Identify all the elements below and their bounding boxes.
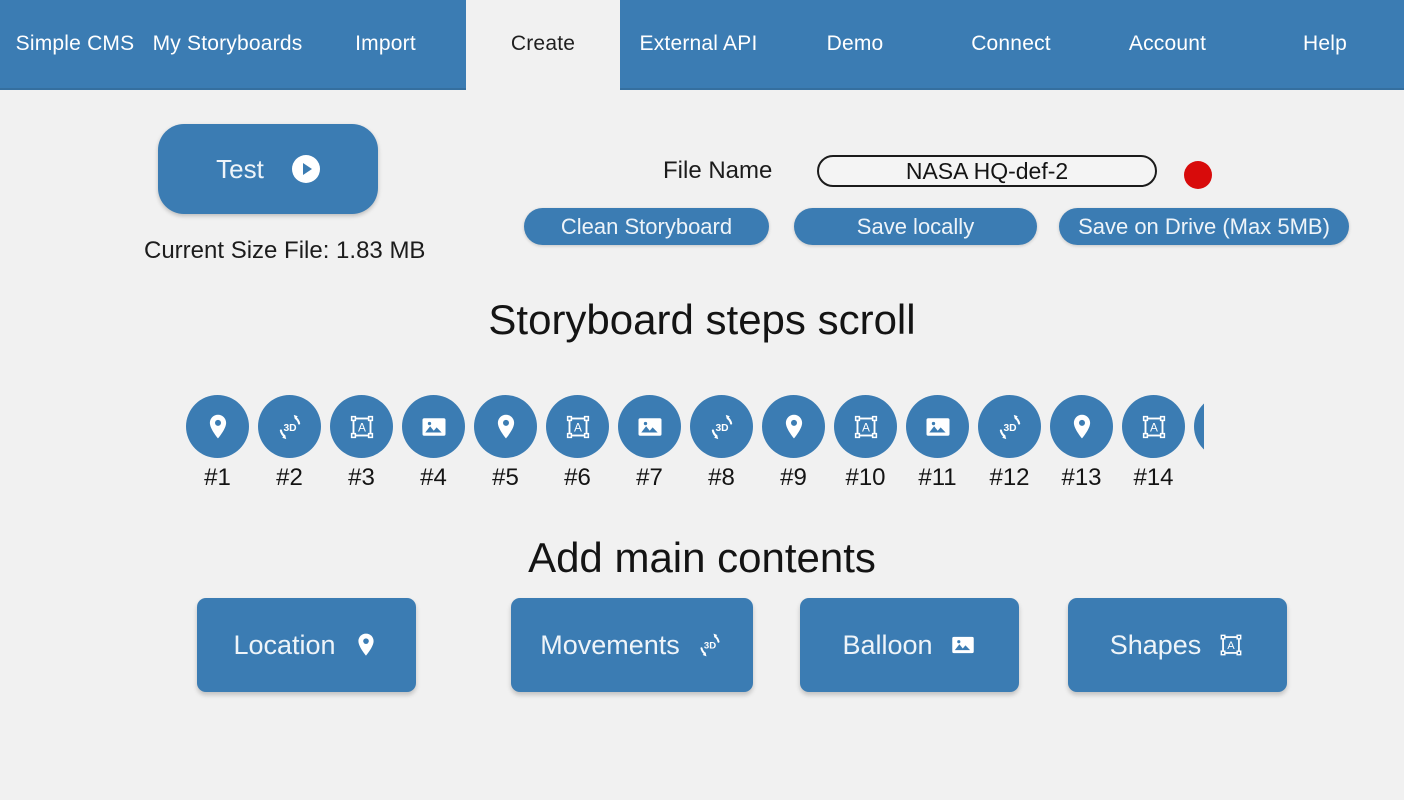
shapes-icon[interactable]: A xyxy=(330,395,393,458)
rotate-3d-icon[interactable]: 3D xyxy=(690,395,753,458)
nav-item-demo[interactable]: Demo xyxy=(777,0,933,90)
storyboard-step[interactable]: A #14 xyxy=(1122,395,1185,492)
nav-item-account[interactable]: Account xyxy=(1089,0,1246,90)
storyboard-step[interactable]: #4 xyxy=(402,395,465,492)
storyboard-step-label: #14 xyxy=(1133,464,1174,491)
save-locally-button[interactable]: Save locally xyxy=(794,208,1037,245)
add-location-button[interactable]: Location xyxy=(197,598,416,692)
location-pin-icon[interactable] xyxy=(1050,395,1113,458)
storyboard-step[interactable]: #13 xyxy=(1050,395,1113,492)
storyboard-step-label: #10 xyxy=(845,464,886,491)
storyboard-step-label: #8 xyxy=(708,464,735,491)
svg-text:A: A xyxy=(574,420,582,434)
file-name-input[interactable] xyxy=(817,155,1157,187)
storyboard-step[interactable]: 3D #12 xyxy=(978,395,1041,492)
storyboard-step[interactable]: A #10 xyxy=(834,395,897,492)
file-name-label: File Name xyxy=(663,157,773,184)
nav-item-label: External API xyxy=(639,32,758,55)
rotate-3d-icon[interactable]: 3D xyxy=(978,395,1041,458)
svg-text:3D: 3D xyxy=(1003,423,1016,434)
storyboard-step[interactable]: A #3 xyxy=(330,395,393,492)
nav-item-help[interactable]: Help xyxy=(1246,0,1404,90)
storyboard-steps-heading: Storyboard steps scroll xyxy=(488,296,916,343)
image-icon[interactable] xyxy=(906,395,969,458)
nav-item-connect[interactable]: Connect xyxy=(933,0,1089,90)
add-balloon-label: Balloon xyxy=(842,629,933,660)
clean-storyboard-button[interactable]: Clean Storyboard xyxy=(524,208,769,245)
svg-text:A: A xyxy=(358,420,366,434)
nav-item-label: Import xyxy=(355,32,416,55)
rotate-3d-icon: 3D xyxy=(696,631,724,659)
nav-item-label: My Storyboards xyxy=(152,32,303,55)
play-icon xyxy=(291,155,320,183)
rotate-3d-icon[interactable]: 3D xyxy=(1194,395,1204,458)
svg-text:A: A xyxy=(1228,640,1236,652)
storyboard-step-label: #5 xyxy=(492,464,519,491)
image-icon xyxy=(949,631,977,659)
add-movements-label: Movements xyxy=(540,629,680,660)
svg-text:A: A xyxy=(862,420,870,434)
test-button[interactable]: Test xyxy=(158,124,378,214)
current-size-file-text: Current Size File: 1.83 MB xyxy=(144,237,426,264)
location-pin-icon[interactable] xyxy=(762,395,825,458)
image-icon[interactable] xyxy=(618,395,681,458)
location-pin-icon xyxy=(352,631,380,659)
save-on-drive-button[interactable]: Save on Drive (Max 5MB) xyxy=(1059,208,1349,245)
add-shapes-button[interactable]: Shapes A xyxy=(1068,598,1287,692)
storyboard-steps-scroll[interactable]: #1 3D #2 A #3 #4 #5 A #6 #7 3D #8 #9 A #10 #11 3D #12 #13 A… xyxy=(186,395,1204,500)
storyboard-step-label: #2 xyxy=(276,464,303,491)
shapes-icon[interactable]: A xyxy=(546,395,609,458)
image-icon[interactable] xyxy=(402,395,465,458)
nav-item-label: Simple CMS xyxy=(15,32,135,55)
nav-item-my-storyboards[interactable]: My Storyboards xyxy=(150,0,305,90)
nav-item-create[interactable]: Create xyxy=(466,0,620,90)
storyboard-step[interactable]: #11 xyxy=(906,395,969,492)
location-pin-icon[interactable] xyxy=(474,395,537,458)
storyboard-step-label: #7 xyxy=(636,464,663,491)
location-pin-icon[interactable] xyxy=(186,395,249,458)
storyboard-step-label: #1 xyxy=(204,464,231,491)
rotate-3d-icon[interactable]: 3D xyxy=(258,395,321,458)
add-location-label: Location xyxy=(233,629,336,660)
add-balloon-button[interactable]: Balloon xyxy=(800,598,1019,692)
svg-text:3D: 3D xyxy=(715,423,728,434)
shapes-icon[interactable]: A xyxy=(1122,395,1185,458)
nav-item-label: Demo xyxy=(826,32,884,55)
nav-item-simple-cms[interactable]: Simple CMS xyxy=(0,0,150,90)
storyboard-step-label: #3 xyxy=(348,464,375,491)
storyboard-step[interactable]: #7 xyxy=(618,395,681,492)
svg-text:3D: 3D xyxy=(704,641,716,652)
svg-text:3D: 3D xyxy=(283,423,296,434)
storyboard-step-label: #9 xyxy=(780,464,807,491)
storyboard-step[interactable]: 3D #8 xyxy=(690,395,753,492)
nav-item-external-api[interactable]: External API xyxy=(620,0,777,90)
storyboard-step-label: #6 xyxy=(564,464,591,491)
storyboard-step[interactable]: #9 xyxy=(762,395,825,492)
add-main-contents-heading: Add main contents xyxy=(528,534,876,581)
record-status-dot[interactable] xyxy=(1184,161,1212,189)
storyboard-step[interactable]: A #6 xyxy=(546,395,609,492)
shapes-icon: A xyxy=(1217,631,1245,659)
top-navigation-bar: Simple CMS My Storyboards Import Create Exte… xyxy=(0,0,1404,90)
test-button-label: Test xyxy=(216,153,264,184)
nav-item-label: Help xyxy=(1303,32,1347,55)
nav-item-label: Create xyxy=(510,32,576,55)
svg-text:A: A xyxy=(1150,420,1158,434)
nav-item-label: Account xyxy=(1128,32,1207,55)
storyboard-step-label: #11 xyxy=(918,464,957,491)
storyboard-step[interactable]: 3D#15 xyxy=(1194,395,1204,492)
storyboard-step[interactable]: 3D #2 xyxy=(258,395,321,492)
nav-item-label: Connect xyxy=(971,32,1051,55)
add-shapes-label: Shapes xyxy=(1109,629,1202,660)
storyboard-step-label: #12 xyxy=(989,464,1030,491)
shapes-icon[interactable]: A xyxy=(834,395,897,458)
nav-item-import[interactable]: Import xyxy=(305,0,466,90)
storyboard-step-label: #4 xyxy=(420,464,447,491)
add-movements-button[interactable]: Movements 3D xyxy=(511,598,753,692)
storyboard-step[interactable]: #1 xyxy=(186,395,249,492)
storyboard-step[interactable]: #5 xyxy=(474,395,537,492)
storyboard-step-label: #13 xyxy=(1061,464,1102,491)
